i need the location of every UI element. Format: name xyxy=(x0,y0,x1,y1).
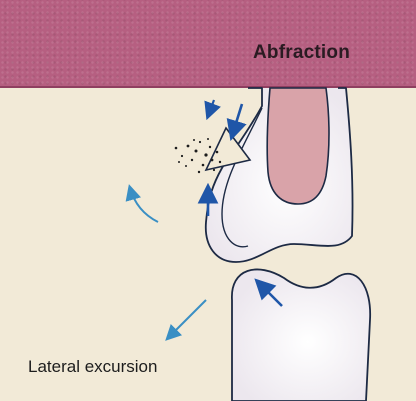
pulp-chamber xyxy=(267,88,329,204)
force-arrow-top xyxy=(232,104,242,136)
force-arrow-small xyxy=(208,100,214,116)
motion-caption: Lateral excursion xyxy=(28,357,157,377)
lower-tooth xyxy=(232,269,370,401)
lateral-motion-arrow xyxy=(168,300,206,338)
curved-arrow-icon xyxy=(130,188,158,222)
